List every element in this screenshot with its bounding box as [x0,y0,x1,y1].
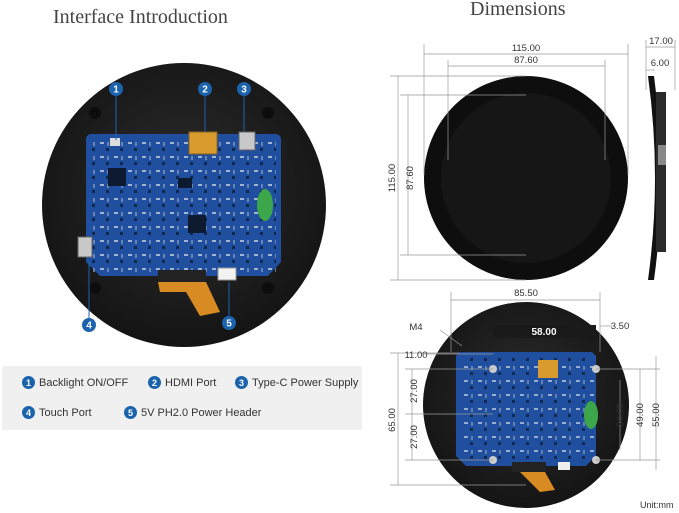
svg-text:115.00: 115.00 [512,43,540,54]
legend-panel: 1 Backlight ON/OFF 2 HDMI Port 3 Type-C … [2,366,362,430]
fpc-cable [158,282,220,316]
svg-text:34.00: 34.00 [615,403,626,427]
left-device: 1 2 3 4 5 [42,63,326,347]
front-active-area [441,93,611,263]
back-fpc-cable [520,472,555,492]
svg-text:85.50: 85.50 [514,288,538,299]
svg-text:87.60: 87.60 [405,166,416,190]
legend-label: Backlight ON/OFF [39,376,129,389]
rohs-badge [257,189,273,221]
screw-hole [89,282,101,294]
svg-text:11.00: 11.00 [404,350,427,361]
svg-text:3.50: 3.50 [611,321,630,332]
backlight-switch [110,138,120,146]
legend-label: Type-C Power Supply [252,376,359,389]
svg-text:M4: M4 [409,322,422,333]
back-view: 85.50 58.00 3.50 M4 11.00 27.00 27.00 65… [387,288,662,508]
svg-text:1: 1 [113,85,119,96]
back-header [558,462,570,470]
legend-item-hdmi: 2 HDMI Port [148,376,216,389]
screw-hole [89,107,101,119]
back-rohs [584,401,598,429]
ph2-header [217,267,237,281]
screw-hole [262,107,274,119]
svg-text:55.00: 55.00 [651,403,662,427]
legend-label: HDMI Port [165,376,217,389]
dimensions-title: Dimensions [470,0,566,20]
type-c-port [238,131,256,151]
svg-text:65.00: 65.00 [387,408,398,432]
chip [178,178,192,188]
svg-text:58.00: 58.00 [531,327,556,338]
svg-text:17.00: 17.00 [649,36,673,47]
legend-label: 5V PH2.0 Power Header [141,406,262,419]
callout-1 [109,82,123,96]
svg-text:87.60: 87.60 [514,55,538,66]
screw-hole [262,282,274,294]
legend-item-backlight: 1 Backlight ON/OFF [22,376,128,389]
svg-text:27.00: 27.00 [409,379,420,403]
side-hdmi [658,145,666,165]
callout-4 [82,318,96,332]
callout-5 [222,316,236,330]
callout-2 [198,82,212,96]
touch-port-left [77,236,93,258]
svg-text:115.00: 115.00 [387,164,398,192]
legend-item-touch: 4 Touch Port [22,406,92,419]
callout-3 [237,82,251,96]
svg-text:3: 3 [241,85,247,96]
chip [188,215,206,233]
svg-text:49.00: 49.00 [635,403,646,427]
chip [108,168,126,186]
svg-text:2: 2 [202,85,208,96]
front-view: 115.00 87.60 115.00 87.60 [387,43,629,281]
interface-title: Interface Introduction [53,6,228,28]
svg-text:27.00: 27.00 [409,425,420,449]
hdmi-port [188,131,218,155]
legend-label: Touch Port [39,406,92,419]
callout-lines [88,96,245,318]
side-pcb [656,92,666,252]
back-hdmi [538,360,558,378]
callout-markers: 1 2 3 4 5 [82,82,251,332]
legend-item-typec: 3 Type-C Power Supply [235,376,358,389]
unit-label: Unit:mm [640,500,674,510]
back-components [459,356,594,462]
svg-text:4: 4 [86,321,92,332]
pcb-components [90,138,276,272]
back-fpc [512,462,546,472]
svg-text:6.00: 6.00 [651,58,670,69]
fpc-connector [158,270,206,282]
dim-58-bar [493,325,596,338]
side-view: 17.00 6.00 [645,36,676,280]
svg-text:5: 5 [226,319,232,330]
legend-item-ph2: 5 5V PH2.0 Power Header [124,406,261,419]
